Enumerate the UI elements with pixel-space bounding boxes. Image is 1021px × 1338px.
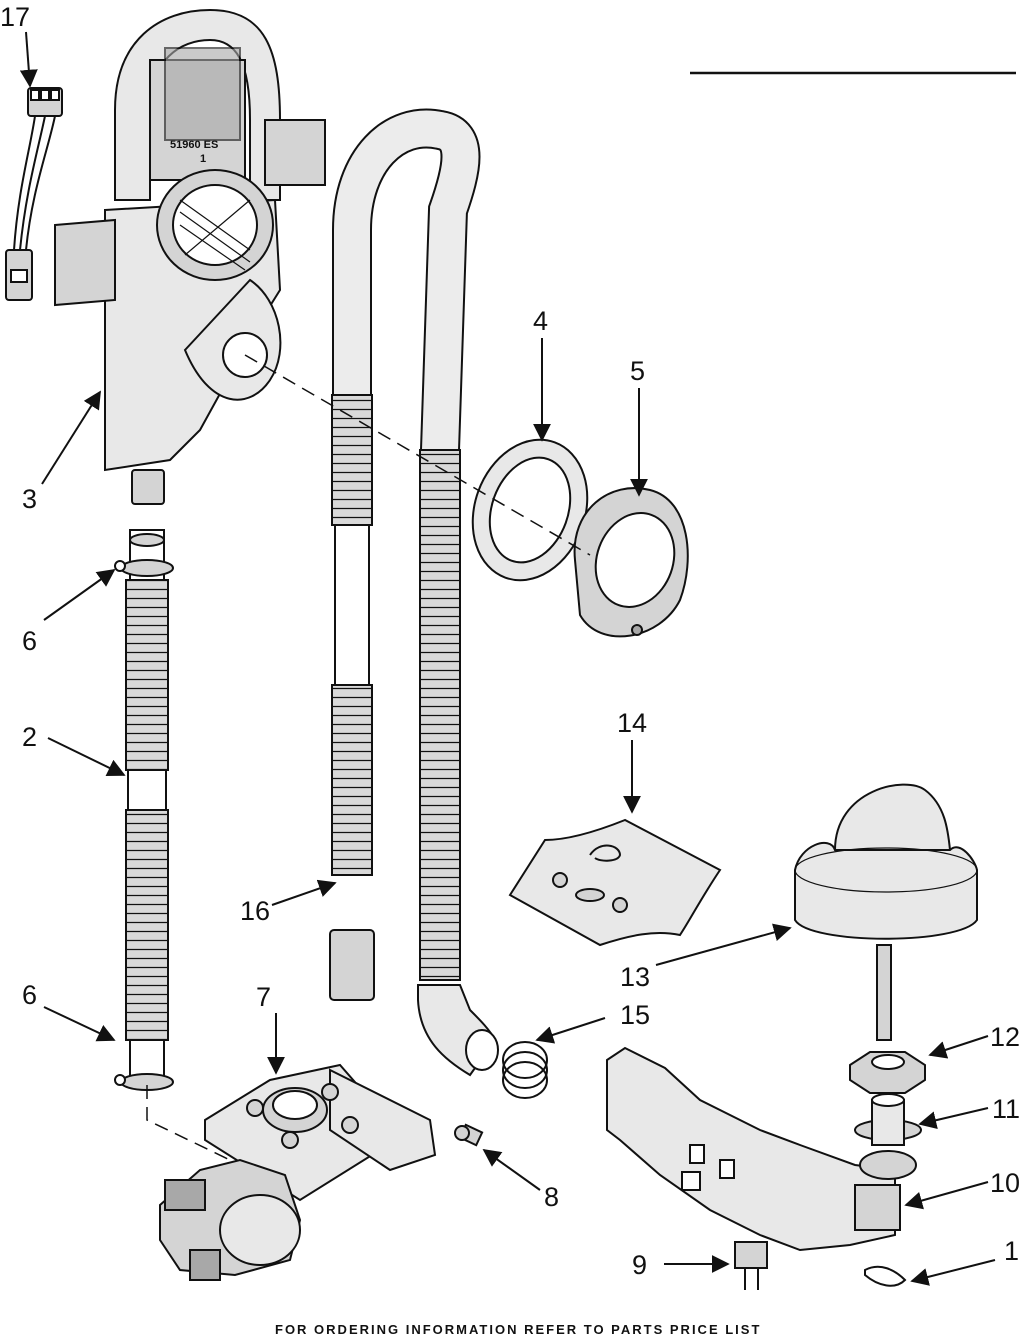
hardware-bag-part-14	[510, 820, 720, 945]
water-inlet-valve-part-7	[160, 1065, 435, 1280]
callout-3: 3	[22, 484, 37, 514]
vent-cap-part-5	[575, 488, 688, 636]
callout-15: 15	[620, 1000, 650, 1030]
callout-8: 8	[544, 1182, 559, 1212]
micro-switch-part-9	[735, 1242, 767, 1290]
callout-13: 13	[620, 962, 650, 992]
callout-14: 14	[617, 708, 647, 738]
hose-clamp-part-6-lower	[115, 1074, 173, 1090]
callout-12: 12	[990, 1022, 1020, 1052]
footer-ordering-note: FOR ORDERING INFORMATION REFER TO PARTS …	[275, 1322, 761, 1337]
drain-hose-part-16	[330, 128, 498, 1075]
clip-part-1	[865, 1267, 905, 1286]
callout-4: 4	[533, 306, 548, 336]
float-guide-part-11	[855, 1094, 921, 1145]
callout-1: 1	[1004, 1236, 1019, 1266]
wire-harness-part-17	[6, 88, 62, 300]
hose-part-2	[126, 530, 168, 1085]
hose-clamp-part-6-upper	[115, 560, 173, 576]
callout-16: 16	[240, 896, 270, 926]
part-digit-marking: 1	[200, 153, 206, 165]
callout-6-upper: 6	[22, 626, 37, 656]
callout-17: 17	[0, 2, 30, 32]
float-part-13	[795, 785, 977, 1040]
callout-5: 5	[630, 356, 645, 386]
hex-nut-part-12	[850, 1052, 925, 1093]
spring-clamp-part-15	[503, 1042, 547, 1098]
callout-2: 2	[22, 722, 37, 752]
callout-7: 7	[256, 982, 271, 1012]
part-code-marking: 51960 ES	[170, 139, 218, 151]
callout-9: 9	[632, 1250, 647, 1280]
screw-part-8	[455, 1125, 482, 1145]
callout-11: 11	[992, 1094, 1020, 1124]
callout-6-lower: 6	[22, 980, 37, 1010]
vent-fill-funnel-part-3: 51960 ES 1	[55, 10, 325, 504]
callout-10: 10	[990, 1168, 1020, 1198]
